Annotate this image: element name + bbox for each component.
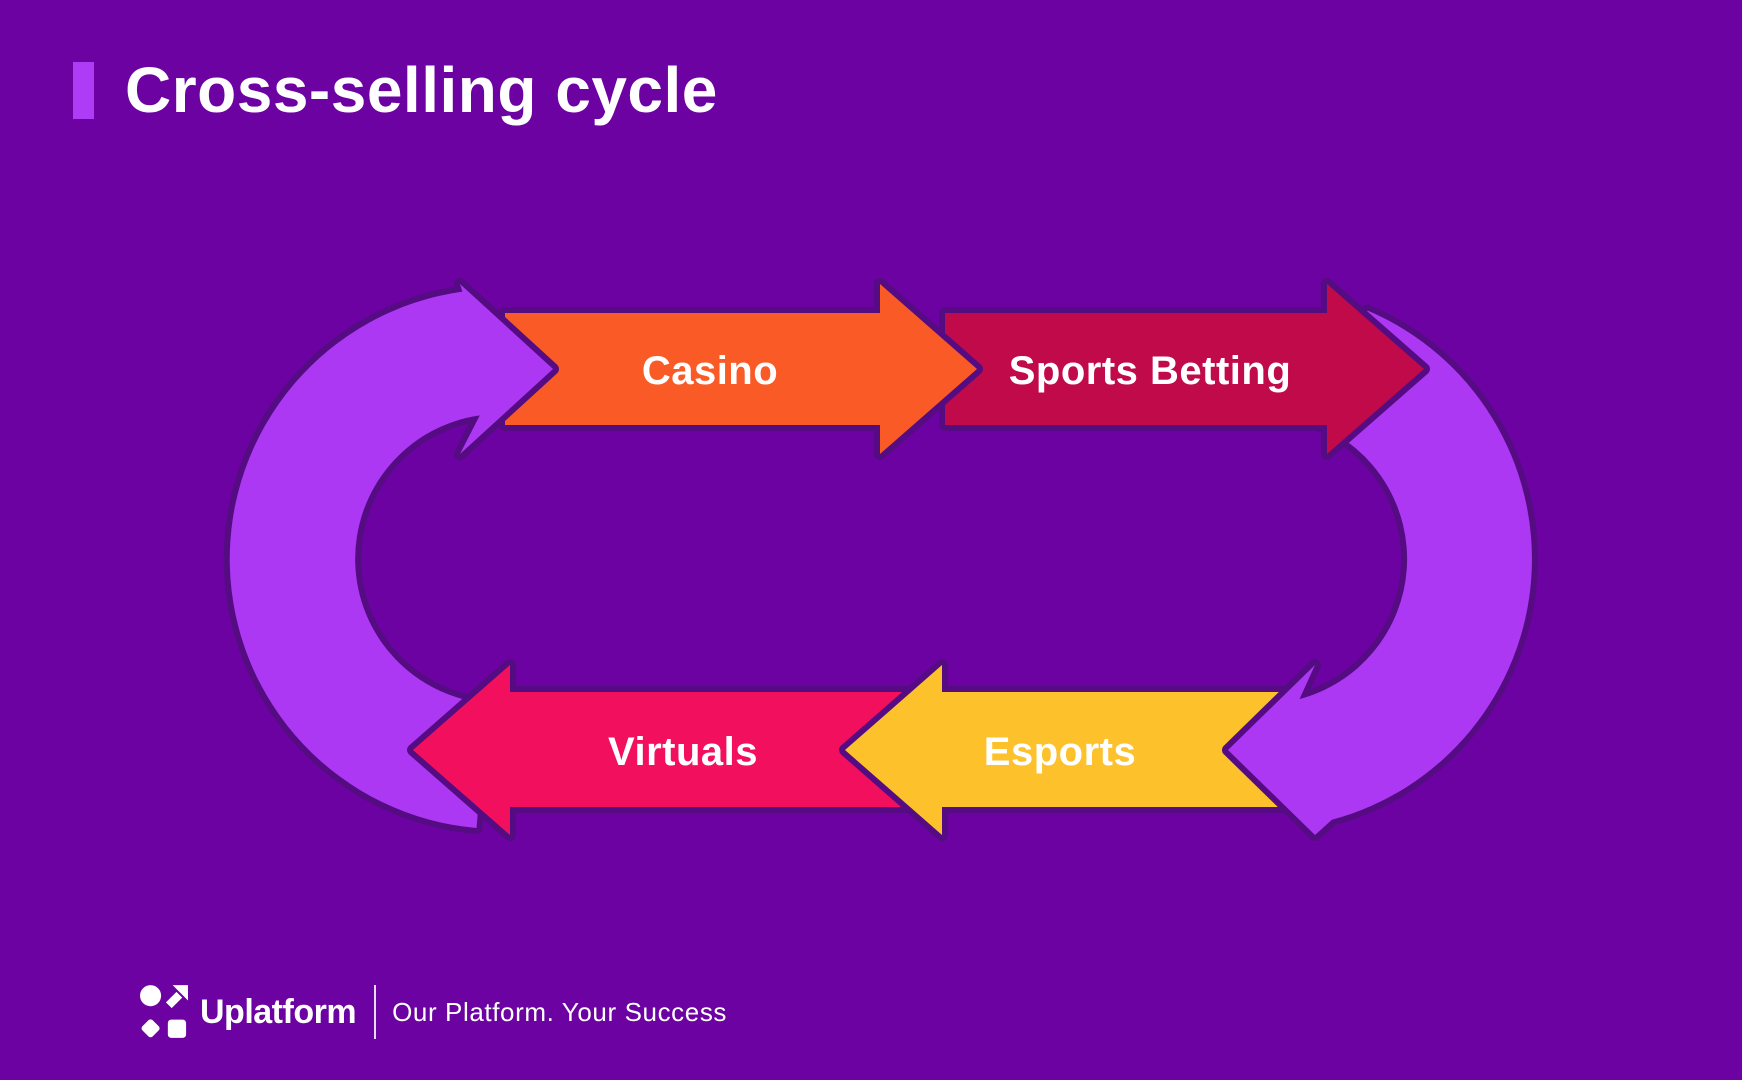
page-title: Cross-selling cycle — [125, 54, 718, 126]
esports-arrow: Esports — [839, 659, 1306, 841]
right-curve-connector-arrow — [1222, 304, 1538, 841]
casino-label: Casino — [642, 349, 778, 393]
sports-betting-arrow-shape — [939, 278, 1430, 460]
casino-arrow-shape — [499, 278, 983, 460]
casino-arrow: Casino — [499, 278, 983, 460]
brand-name: Uplatform — [200, 992, 357, 1031]
esports-label: Esports — [984, 730, 1136, 774]
uplatform-logo-icon — [140, 985, 188, 1038]
footer-separator — [374, 985, 377, 1039]
logo-circle-shape — [140, 985, 162, 1007]
esports-arrow-shape — [839, 659, 1306, 841]
title-block: Cross-selling cycle — [73, 58, 718, 122]
virtuals-arrow-shape — [407, 659, 931, 841]
left-curve-connector-arrow — [223, 278, 559, 834]
sports-betting-label: Sports Betting — [1009, 349, 1292, 393]
logo-ne-arrow-tail — [165, 991, 183, 1009]
brand-tagline: Our Platform. Your Success — [392, 996, 728, 1027]
logo-square-shape — [167, 1019, 187, 1038]
logo-diamond-shape — [141, 1019, 160, 1038]
sports-betting-arrow: Sports Betting — [939, 278, 1430, 460]
title-accent-bar — [73, 61, 94, 119]
left-curve-arrowhead-overlay — [428, 278, 559, 480]
virtuals-label: Virtuals — [608, 730, 758, 774]
virtuals-arrow: Virtuals — [407, 659, 931, 841]
footer-brand-bar: Uplatform Our Platform. Your Success — [140, 984, 727, 1040]
